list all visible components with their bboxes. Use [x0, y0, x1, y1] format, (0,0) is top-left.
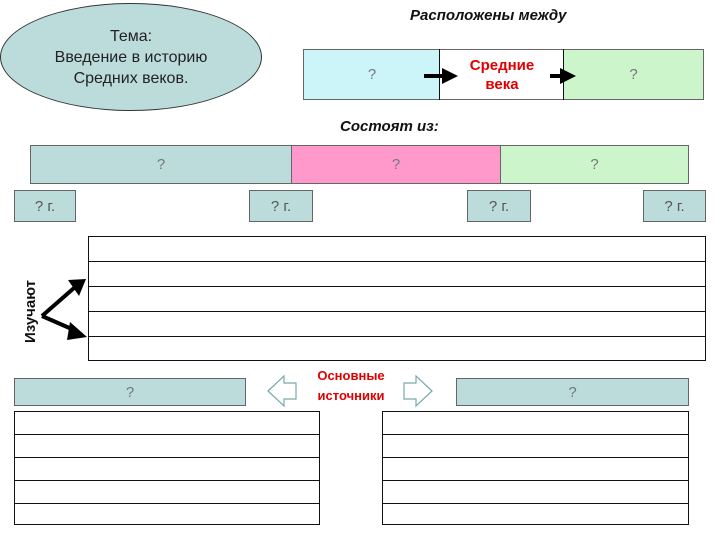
sources-table-left	[14, 411, 320, 525]
located-between-heading: Расположены между	[410, 7, 567, 24]
preceding-era-box[interactable]: ?	[303, 49, 440, 100]
topic-line-3: Средних веков.	[73, 69, 189, 87]
table-row-divider	[89, 336, 705, 337]
source-box[interactable]: ?	[456, 378, 689, 406]
table-row-divider	[383, 434, 688, 435]
studies-table	[88, 236, 706, 361]
table-row-divider	[15, 480, 319, 481]
sources-table-right	[382, 411, 689, 525]
table-row-divider	[383, 457, 688, 458]
table-row-divider	[89, 311, 705, 312]
table-row-divider	[383, 503, 688, 504]
source-box[interactable]: ?	[14, 378, 246, 406]
table-row-divider	[15, 457, 319, 458]
year-box[interactable]: ? г.	[467, 190, 531, 222]
main-sources-label: Основные источники	[317, 368, 385, 403]
consists-of-heading: Состоят из:	[340, 118, 439, 135]
middle-ages-box: Средние века	[440, 49, 564, 100]
middle-ages-label-line-2: века	[485, 75, 519, 93]
table-row-divider	[89, 261, 705, 262]
year-box[interactable]: ? г.	[249, 190, 313, 222]
year-box[interactable]: ? г.	[643, 190, 706, 222]
table-row-divider	[15, 503, 319, 504]
year-box[interactable]: ? г.	[14, 190, 76, 222]
period-box[interactable]: ?	[30, 145, 292, 184]
period-box[interactable]: ?	[291, 145, 501, 184]
topic-label: Тема:	[109, 27, 153, 45]
topic-line-2: Введение в историю	[54, 48, 208, 66]
table-row-divider	[89, 286, 705, 287]
table-row-divider	[15, 434, 319, 435]
following-era-box[interactable]: ?	[564, 49, 704, 100]
middle-ages-label-line-1: Средние	[469, 56, 535, 74]
topic-ellipse: Тема: Введение в историю Средних веков.	[0, 3, 262, 111]
period-box[interactable]: ?	[500, 145, 689, 184]
table-row-divider	[383, 480, 688, 481]
